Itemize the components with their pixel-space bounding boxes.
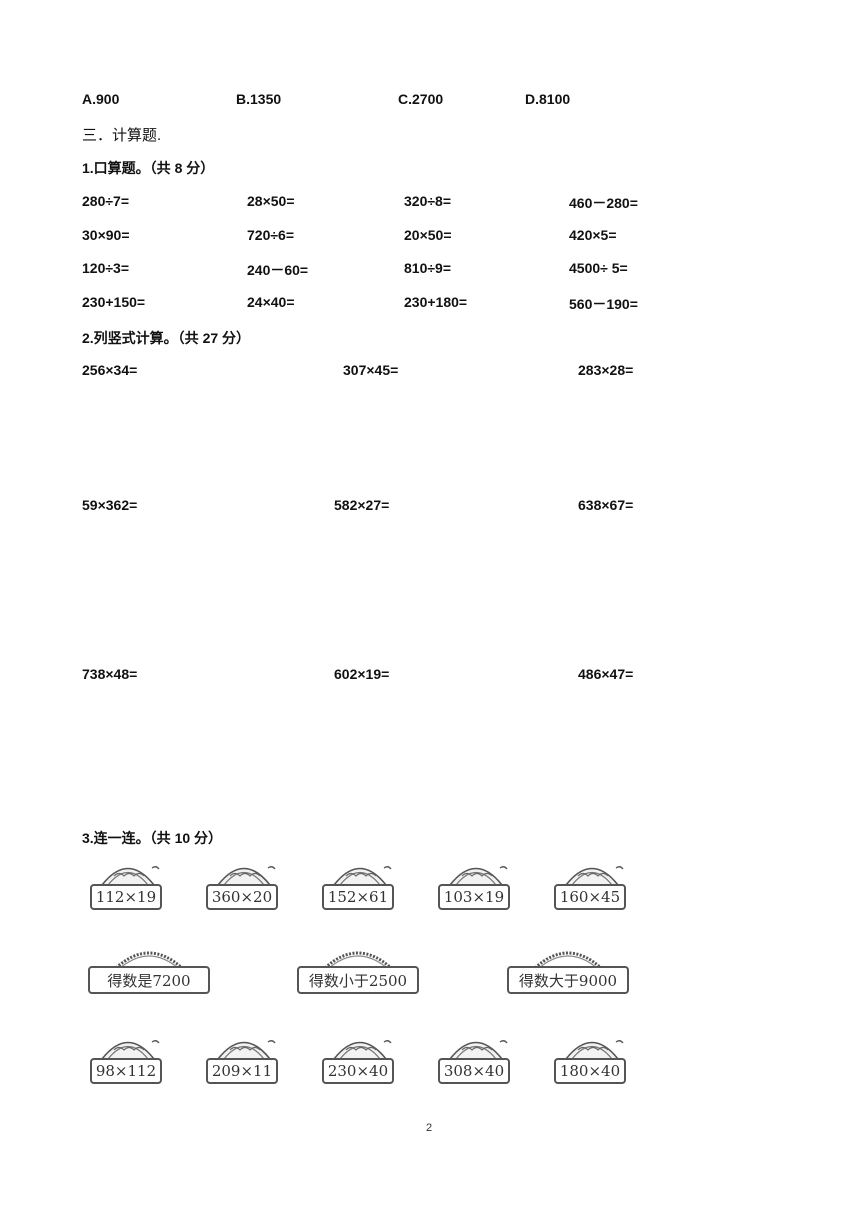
q1-item: 20×50= <box>404 227 452 243</box>
q2-title: 2.列竖式计算。（共 27 分） <box>82 330 251 346</box>
watermelon-card[interactable]: 103×19 <box>438 856 510 910</box>
watermelon-card[interactable]: 230×40 <box>322 1030 394 1084</box>
q2-item: 738×48= <box>82 666 138 682</box>
q1-item: 460－280= <box>569 195 638 211</box>
section-title: 三．计算题. <box>82 127 162 144</box>
expression-label: 180×40 <box>554 1058 626 1084</box>
result-label: 得数是7200 <box>88 966 210 994</box>
watermelon-card[interactable]: 152×61 <box>322 856 394 910</box>
q1-item: 4500÷ 5= <box>569 260 628 276</box>
q2-item: 256×34= <box>82 362 138 378</box>
option-a: A.900 <box>82 91 120 107</box>
expression-label: 112×19 <box>90 884 162 910</box>
result-basket[interactable]: 得数小于2500 <box>297 940 419 994</box>
q1-item: 30×90= <box>82 227 130 243</box>
result-basket[interactable]: 得数大于9000 <box>507 940 629 994</box>
watermelon-card[interactable]: 308×40 <box>438 1030 510 1084</box>
watermelon-icon <box>217 1040 276 1060</box>
q2-item: 486×47= <box>578 666 634 682</box>
option-b: B.1350 <box>236 91 282 107</box>
q1-item: 720÷6= <box>247 227 295 243</box>
basket-handle-icon <box>323 951 393 970</box>
result-label: 得数大于9000 <box>507 966 629 994</box>
q1-item: 810÷9= <box>404 260 452 276</box>
basket-handle-icon <box>114 951 184 970</box>
q1-item: 28×50= <box>247 193 295 209</box>
expression-label: 98×112 <box>90 1058 162 1084</box>
q1-title: 1.口算题。（共 8 分） <box>82 160 215 176</box>
watermelon-icon <box>333 1040 392 1060</box>
watermelon-icon <box>449 1040 508 1060</box>
expression-label: 103×19 <box>438 884 510 910</box>
q3-title: 3.连一连。（共 10 分） <box>82 830 223 846</box>
result-label: 得数小于2500 <box>297 966 419 994</box>
q1-item: 24×40= <box>247 294 295 310</box>
q1-item: 280÷7= <box>82 193 130 209</box>
watermelon-icon <box>565 866 624 886</box>
expression-label: 152×61 <box>322 884 394 910</box>
q2-item: 283×28= <box>578 362 634 378</box>
watermelon-card[interactable]: 209×11 <box>206 1030 278 1084</box>
q1-item: 320÷8= <box>404 193 452 209</box>
q1-item: 230+150= <box>82 294 146 310</box>
watermelon-card[interactable]: 160×45 <box>554 856 626 910</box>
expression-label: 308×40 <box>438 1058 510 1084</box>
q1-item: 560－190= <box>569 296 638 312</box>
option-c: C.2700 <box>398 91 444 107</box>
option-d: D.8100 <box>525 91 571 107</box>
expression-label: 160×45 <box>554 884 626 910</box>
q2-item: 602×19= <box>334 666 390 682</box>
q2-item: 582×27= <box>334 497 390 513</box>
watermelon-icon <box>565 1040 624 1060</box>
watermelon-icon <box>101 1040 160 1060</box>
watermelon-card[interactable]: 98×112 <box>90 1030 162 1084</box>
page-number: 2 <box>426 1122 433 1134</box>
expression-label: 209×11 <box>206 1058 278 1084</box>
basket-handle-icon <box>533 951 603 970</box>
result-basket[interactable]: 得数是7200 <box>88 940 210 994</box>
q2-item: 307×45= <box>343 362 399 378</box>
watermelon-icon <box>333 866 392 886</box>
watermelon-card[interactable]: 112×19 <box>90 856 162 910</box>
q1-item: 420×5= <box>569 227 617 243</box>
watermelon-card[interactable]: 180×40 <box>554 1030 626 1084</box>
watermelon-card[interactable]: 360×20 <box>206 856 278 910</box>
q1-item: 230+180= <box>404 294 468 310</box>
q2-item: 59×362= <box>82 497 138 513</box>
watermelon-icon <box>449 866 508 886</box>
q1-item: 240－60= <box>247 262 309 278</box>
expression-label: 360×20 <box>206 884 278 910</box>
q2-item: 638×67= <box>578 497 634 513</box>
expression-label: 230×40 <box>322 1058 394 1084</box>
watermelon-icon <box>101 866 160 886</box>
q1-item: 120÷3= <box>82 260 130 276</box>
watermelon-icon <box>217 866 276 886</box>
